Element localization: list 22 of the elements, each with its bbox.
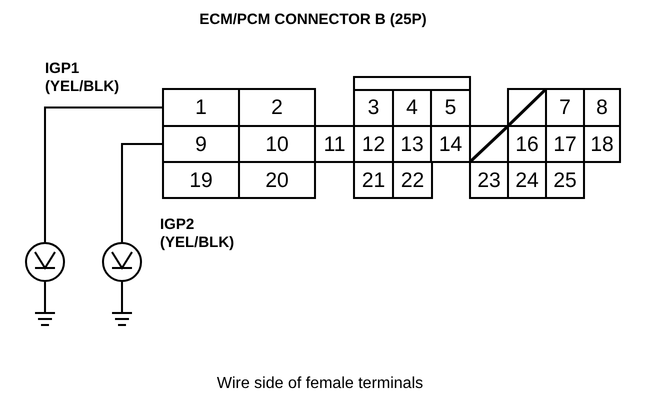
wire-label: IGP1 (YEL/BLK)	[45, 60, 120, 96]
terminal-cell: 8	[583, 88, 621, 127]
wire-label: IGP2 (YEL/BLK)	[160, 216, 236, 252]
terminal-cell: 23	[469, 161, 509, 199]
unused-terminal-cell	[507, 88, 547, 127]
diagram-caption: Wire side of female terminals	[216, 374, 424, 394]
unused-terminal-cell	[469, 125, 509, 163]
terminal-cell: 21	[353, 161, 394, 199]
connector-lock-tab	[353, 76, 471, 91]
terminal-cell: 11	[314, 125, 355, 163]
diagram-title: ECM/PCM CONNECTOR B (25P)	[198, 10, 428, 30]
terminal-cell: 20	[238, 161, 316, 199]
terminal-cell: 22	[392, 161, 433, 199]
wire	[121, 143, 163, 242]
terminal-cell: 19	[162, 161, 240, 199]
terminal-cell: 2	[238, 88, 316, 127]
terminal-cell: 1	[162, 88, 240, 127]
terminal-cell: 18	[583, 125, 621, 163]
wire	[44, 106, 163, 242]
terminal-cell: 25	[545, 161, 585, 199]
voltmeter-symbol	[102, 242, 142, 282]
voltmeter-symbol	[25, 242, 65, 282]
